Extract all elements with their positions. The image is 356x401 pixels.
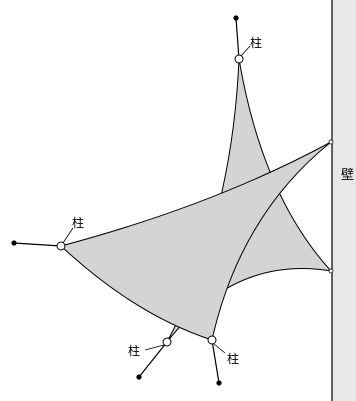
ground-anchor-top	[233, 15, 239, 21]
guy-line-left	[13, 242, 62, 247]
pillar-label-left: 柱	[72, 215, 84, 230]
pillar-top	[234, 54, 244, 64]
leader-line-bottom-left	[144, 344, 165, 351]
leader-line-bottom-right	[213, 343, 226, 354]
ground-anchor-bottom-left	[136, 374, 142, 380]
wall	[332, 0, 356, 401]
pillar-bottom-right	[207, 335, 217, 345]
pillar-label-bottom-left: 柱	[128, 343, 140, 358]
leader-line-top	[240, 45, 251, 57]
ground-anchor-left	[11, 240, 17, 246]
guy-line-bottom-left	[138, 341, 168, 378]
ground-anchor-bottom-right	[216, 380, 222, 386]
pillar-bottom-left	[162, 337, 172, 347]
wall-anchor-bottom	[328, 268, 334, 274]
guy-line-bottom-right	[211, 339, 220, 384]
wall-anchor-top	[328, 139, 334, 145]
pillar-label-bottom-right: 柱	[227, 351, 239, 366]
leader-line-left	[62, 227, 74, 244]
shade-sail-front	[59, 141, 332, 341]
pillar-label-top: 柱	[250, 35, 262, 50]
pillar-left	[56, 241, 66, 251]
wall-label: 壁	[341, 168, 354, 183]
guy-line-top	[235, 17, 240, 60]
